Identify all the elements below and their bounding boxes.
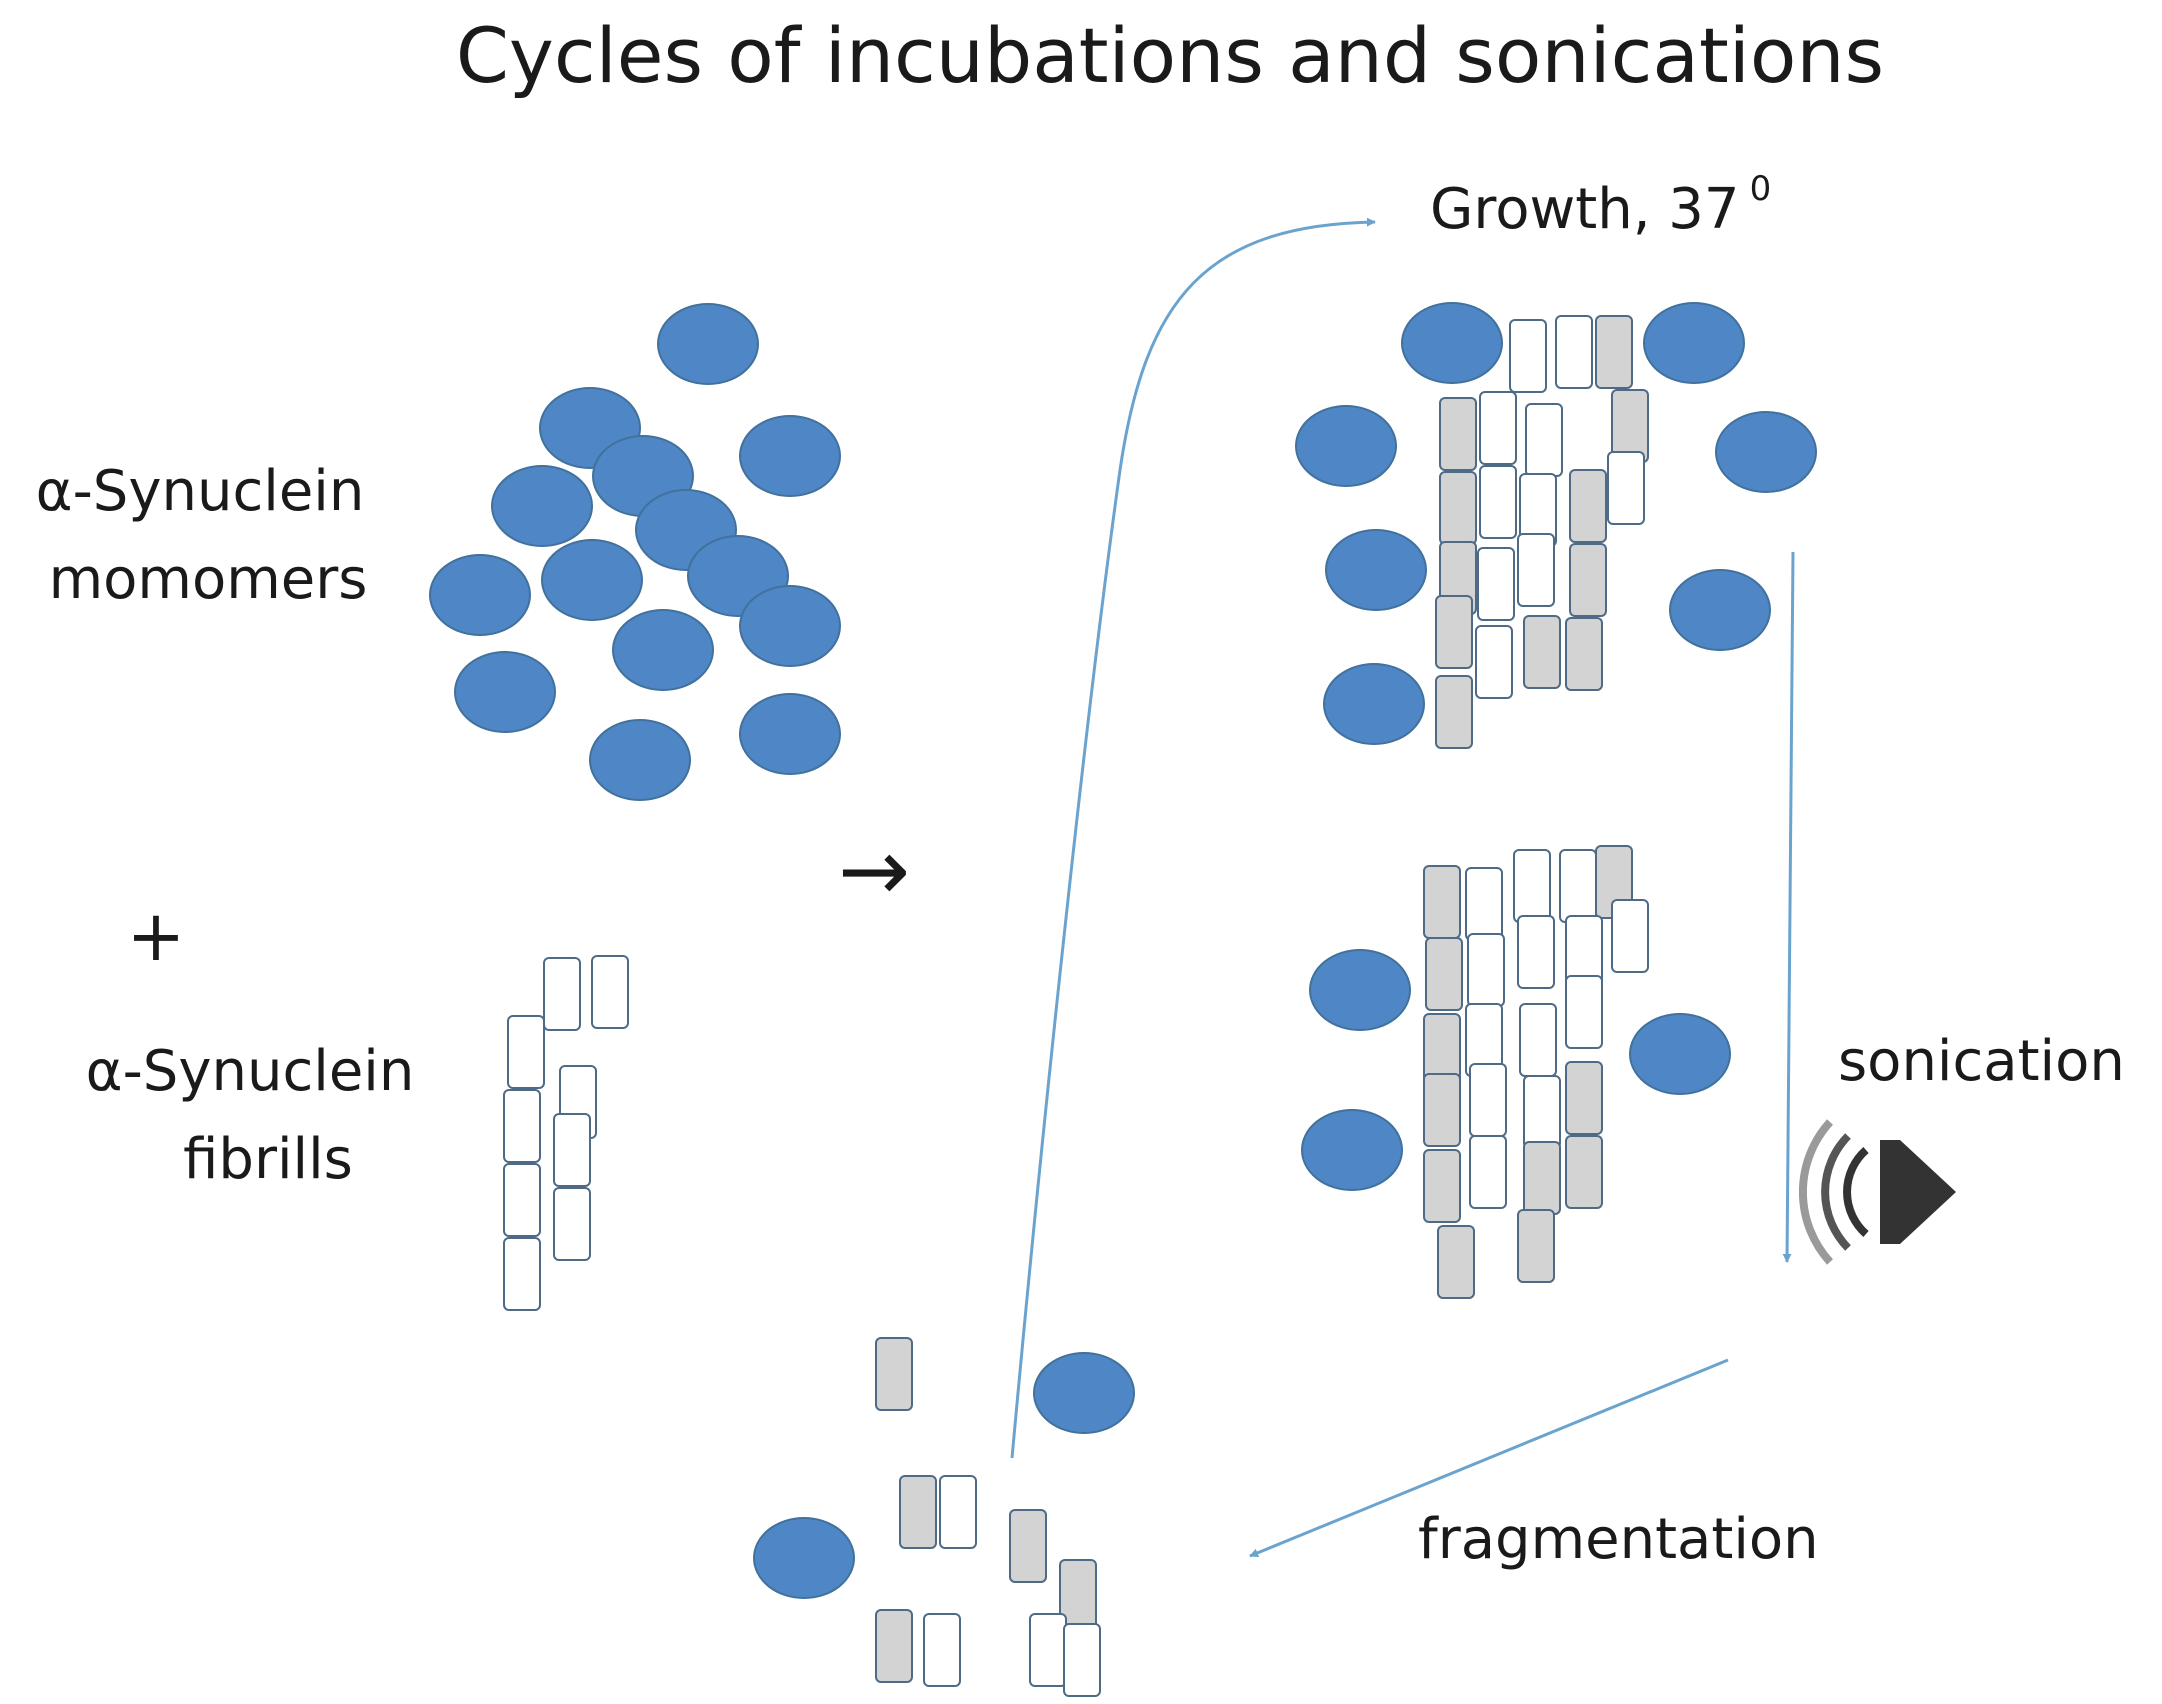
seed-fibril-segment <box>1513 849 1551 923</box>
seed-fragment-segment <box>939 1475 977 1549</box>
growth-label-text: Growth, 37 <box>1430 177 1740 242</box>
growth-arrow <box>1010 217 1376 1459</box>
monomer <box>454 651 556 733</box>
new-fibril-segment <box>1439 397 1477 471</box>
seed-fibril-segment <box>543 957 581 1031</box>
seed-fibril-segment <box>1525 403 1563 477</box>
fragment-segment <box>1009 1509 1047 1583</box>
seed-fibril-segment <box>1555 315 1593 389</box>
seed-fibril-segment <box>1607 451 1645 525</box>
new-fibril-segment <box>1517 1209 1555 1283</box>
monomer <box>739 415 841 497</box>
seed-fibril-segment <box>1517 533 1555 607</box>
monomer <box>657 303 759 385</box>
monomers-label-line2: momomers <box>49 547 368 612</box>
monomer <box>612 609 714 691</box>
monomer <box>1295 405 1397 487</box>
plus-sign: + <box>127 895 186 977</box>
new-fibril-segment <box>1569 543 1607 617</box>
seed-fibril-segment <box>1479 391 1517 465</box>
monomer <box>1629 1013 1731 1095</box>
seed-fibril-segment <box>1467 933 1505 1007</box>
seed-fibril-segment <box>1469 1063 1507 1137</box>
seed-fibril-segment <box>1475 625 1513 699</box>
seed-fibril-segment <box>1523 1075 1561 1149</box>
monomer <box>1033 1352 1135 1434</box>
new-fibril-segment <box>1523 1141 1561 1215</box>
seed-fibril-segment <box>1559 849 1597 923</box>
new-fibril-segment <box>1437 1225 1475 1299</box>
seed-fibril-segment <box>1509 319 1547 393</box>
speaker-sound-waves-icon <box>1798 1119 1956 1265</box>
monomer <box>739 585 841 667</box>
seed-fibril-segment <box>503 1237 541 1311</box>
monomers-label-line1: α-Synuclein <box>36 459 365 524</box>
new-fibril-segment <box>1595 315 1633 389</box>
monomer <box>589 719 691 801</box>
seed-fibril-segment <box>503 1163 541 1237</box>
new-fibril-segment <box>1439 471 1477 545</box>
monomer <box>1643 302 1745 384</box>
fibrils-label-line1: α-Synuclein <box>86 1039 415 1104</box>
diagram-title: Cycles of incubations and sonications <box>456 11 1884 100</box>
monomer <box>1309 949 1411 1031</box>
new-fibril-segment <box>1423 1149 1461 1223</box>
sonication-arrow <box>1782 551 1795 1263</box>
seed-fibril-segment <box>1565 975 1603 1049</box>
new-fibril-segment <box>1565 1061 1603 1135</box>
fragmentation-arrow <box>1249 1358 1729 1558</box>
monomer <box>429 554 531 636</box>
seed-fibril-segment <box>1517 915 1555 989</box>
seed-fibril-segment <box>1611 899 1649 973</box>
seed-fibril-segment <box>553 1187 591 1261</box>
monomer <box>739 693 841 775</box>
new-fibril-segment <box>1435 675 1473 749</box>
new-fibril-segment <box>1565 617 1603 691</box>
monomer <box>1323 663 1425 745</box>
seed-fibril-segment <box>1465 867 1503 941</box>
seed-fragment-segment <box>1029 1613 1067 1687</box>
new-fibril-segment <box>1423 865 1461 939</box>
seed-fibril-segment <box>1519 1003 1557 1077</box>
monomer <box>491 465 593 547</box>
new-fibril-segment <box>1565 1135 1603 1209</box>
new-fibril-segment <box>1435 595 1473 669</box>
seed-fragment-segment <box>1063 1623 1101 1697</box>
seed-fibril-segment <box>553 1113 591 1187</box>
monomer <box>1669 569 1771 651</box>
fragment-segment <box>899 1475 937 1549</box>
new-fibril-segment <box>1423 1073 1461 1147</box>
reaction-arrow: → <box>838 821 910 921</box>
seed-fibril-segment <box>503 1089 541 1163</box>
new-fibril-segment <box>1569 469 1607 543</box>
fragment-segment <box>875 1337 913 1411</box>
fragmentation-label: fragmentation <box>1418 1507 1819 1572</box>
monomer <box>541 539 643 621</box>
fibrils-label-line2: fibrills <box>183 1127 353 1192</box>
new-fibril-segment <box>1523 615 1561 689</box>
seed-fibril-segment <box>1479 465 1517 539</box>
seed-fibril-segment <box>591 955 629 1029</box>
molecule-shapes <box>429 302 1817 1697</box>
sonication-label: sonication <box>1838 1029 2125 1094</box>
monomer <box>1325 529 1427 611</box>
seed-fragment-segment <box>923 1613 961 1687</box>
monomer <box>1401 302 1503 384</box>
fragment-segment <box>875 1609 913 1683</box>
seed-fibril-segment <box>507 1015 545 1089</box>
growth-degree-superscript: 0 <box>1750 169 1772 209</box>
seed-fibril-segment <box>1477 547 1515 621</box>
seed-fibril-segment <box>1469 1135 1507 1209</box>
monomer <box>1301 1109 1403 1191</box>
new-fibril-segment <box>1425 937 1463 1011</box>
monomer <box>1715 411 1817 493</box>
monomer <box>753 1517 855 1599</box>
